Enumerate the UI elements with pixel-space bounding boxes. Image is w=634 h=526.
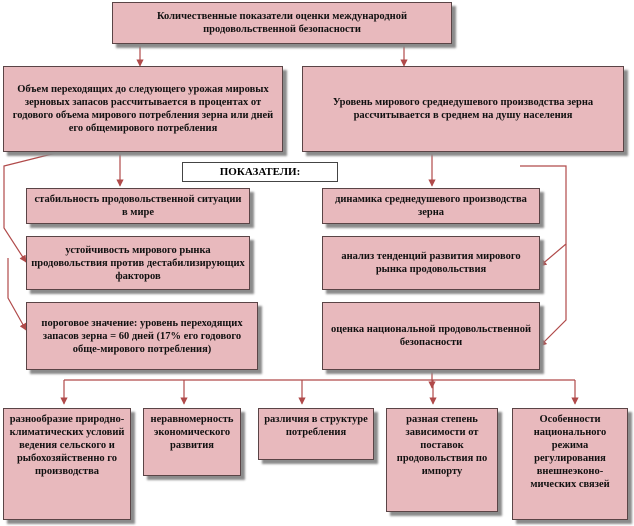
bottom-item-2-text: неравномерность экономического развития (150, 414, 234, 451)
right-item-3-text: оценка национальной продовольственной бе… (330, 324, 532, 348)
left-item-2-text: устойчивость мирового рынка продовольств… (31, 244, 245, 282)
bottom-item-1: разнообразие природно-климатических усло… (3, 408, 131, 520)
bottom-item-1-text: разнообразие природно-климатических усло… (9, 414, 125, 477)
diagram-title: Количественные показатели оценки междуна… (156, 11, 408, 35)
left-item-1: стабильность продовольственной ситуации … (26, 188, 250, 224)
bottom-item-3: различия в структуре потребления (258, 408, 374, 460)
left-item-3: пороговое значение: уровень переходящих … (26, 302, 258, 370)
right-item-1: динамика среднедушевого производства зер… (322, 188, 540, 224)
left-item-1-text: стабильность продовольственной ситуации … (34, 194, 242, 218)
left-item-3-text: пороговое значение: уровень переходящих … (41, 317, 243, 355)
right-item-3: оценка национальной продовольственной бе… (322, 302, 540, 370)
bottom-item-5-text: Особенности национального режима регулир… (530, 414, 610, 490)
bottom-item-3-text: различия в структуре потребления (264, 414, 368, 438)
left-header-text: Объем переходящих до следующего урожая м… (12, 84, 274, 134)
indicators-label-text: ПОКАЗАТЕЛИ: (219, 166, 301, 178)
right-item-2: анализ тенденций развития мирового рынка… (322, 236, 540, 290)
right-header-text: Уровень мирового среднедушевого производ… (332, 97, 594, 121)
bottom-item-4: разная степень зависимости от поставок п… (386, 408, 498, 512)
bottom-item-2: неравномерность экономического развития (143, 408, 241, 476)
diagram-title-box: Количественные показатели оценки междуна… (112, 2, 452, 44)
indicators-label: ПОКАЗАТЕЛИ: (182, 162, 338, 182)
right-header-box: Уровень мирового среднедушевого производ… (302, 66, 624, 152)
left-item-2: устойчивость мирового рынка продовольств… (26, 236, 250, 290)
left-header-box: Объем переходящих до следующего урожая м… (3, 66, 283, 152)
bottom-item-5: Особенности национального режима регулир… (512, 408, 628, 520)
right-item-1-text: динамика среднедушевого производства зер… (335, 194, 527, 218)
right-item-2-text: анализ тенденций развития мирового рынка… (341, 251, 521, 275)
bottom-item-4-text: разная степень зависимости от поставок п… (396, 414, 488, 477)
